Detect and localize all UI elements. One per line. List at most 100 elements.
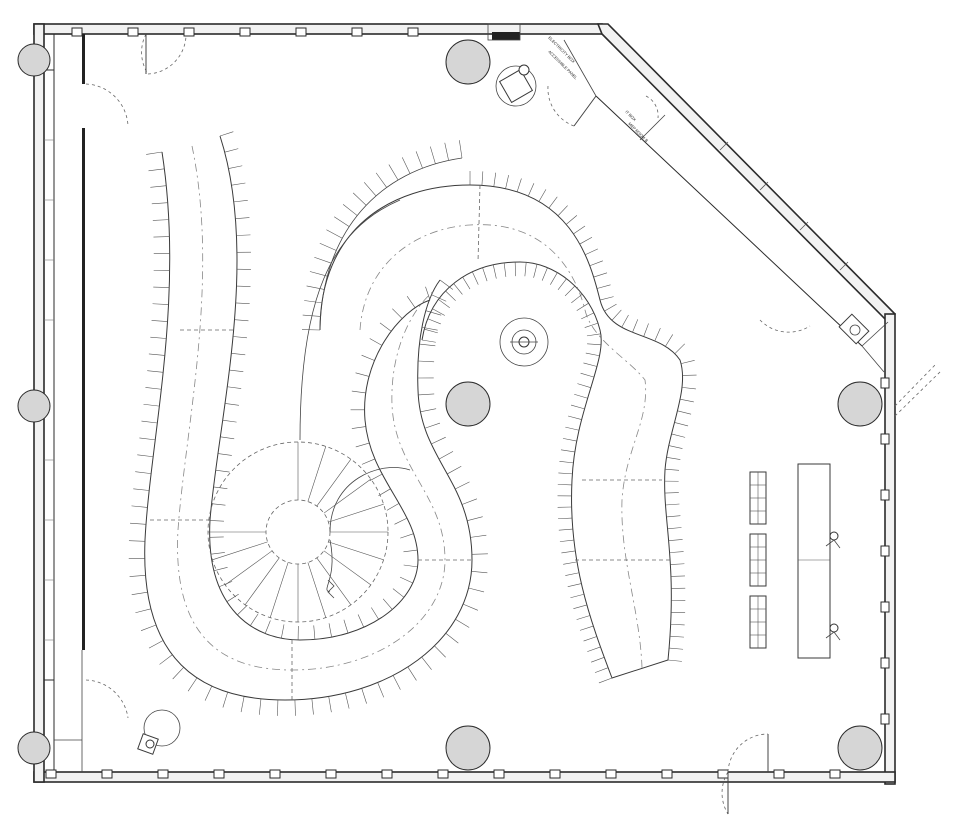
shelf-bay-divider [427, 318, 441, 325]
shelf-bay-divider [141, 420, 158, 424]
shelf-bay-divider [482, 267, 488, 282]
shelf-bay-divider [231, 182, 246, 186]
shelf-bay-divider [351, 390, 366, 394]
shelf-bay-divider [587, 646, 601, 652]
shelf-bay-divider [159, 654, 173, 665]
shelf-bay-divider [674, 343, 685, 354]
shelf-bay-divider [425, 310, 442, 316]
shelf-bay-divider [146, 151, 163, 155]
shelf-bay-divider [150, 336, 167, 339]
stair-tread [328, 541, 384, 561]
shelf-bay-divider [589, 260, 603, 267]
shelf-bay-divider [371, 607, 379, 620]
shelf-bay-divider [309, 271, 328, 277]
shelf-bay-divider [407, 666, 417, 681]
shelf-bay-divider [594, 667, 609, 673]
shelf-bay-divider [669, 551, 684, 553]
shelf-bay-divider [455, 481, 470, 490]
shelf-bay-divider [222, 692, 228, 708]
shelf-bay-divider [369, 473, 383, 481]
shelf-bay-divider [233, 336, 248, 339]
shelf-bay-divider [541, 267, 548, 281]
shelf-bay-divider [151, 320, 168, 322]
shelf-bay-divider [666, 457, 681, 460]
shelf-bay-divider [585, 352, 600, 357]
shelf-bay-divider [493, 172, 497, 187]
shelf-bay-divider [264, 620, 271, 634]
shelf-bay-divider [130, 522, 147, 525]
shelf-bay-divider [681, 387, 696, 390]
structural-columns [17, 39, 883, 771]
central-fixture [499, 317, 549, 367]
shelf-bay-divider [209, 520, 224, 522]
stair-tread [328, 503, 384, 523]
column [17, 43, 51, 77]
shelf-bay-divider [558, 517, 573, 520]
shelf-bay-divider [453, 283, 463, 295]
shelf-bay-divider [670, 623, 685, 626]
shelf-bay-divider [392, 308, 403, 319]
shelf-bay-divider [172, 667, 184, 680]
shelf-bay-divider [583, 362, 598, 367]
shelf-bay-divider [583, 636, 597, 642]
shelf-bay-divider [229, 369, 244, 373]
shelf-bay-divider [361, 458, 375, 465]
shelf-bay-divider [139, 437, 156, 441]
shelf-bay-divider [226, 593, 239, 602]
shelf-bay-divider [227, 386, 242, 389]
stair-tread [323, 478, 371, 514]
shelf-bay-divider [236, 285, 251, 287]
shelf-bay-divider [382, 598, 393, 610]
shelf-bay-divider [319, 242, 337, 251]
shelf-bay-divider [345, 692, 350, 709]
service-counter [797, 463, 841, 659]
shelf-bay-divider [432, 308, 445, 316]
shelf-bay-divider [401, 157, 411, 174]
shelf-bay-divider [584, 322, 599, 328]
shelf-bay-divider [259, 698, 262, 715]
column [445, 725, 491, 771]
doors [85, 33, 943, 815]
shelf-bay-divider [377, 682, 385, 698]
shelf-bay-divider [599, 296, 614, 301]
shelf-bay-divider [455, 619, 470, 628]
shelf-bay-divider [399, 576, 413, 584]
shelf-bay-divider [148, 353, 165, 356]
shelf-bay-divider [369, 338, 383, 346]
stair-tread [225, 550, 273, 586]
shelf-bay-divider [564, 285, 576, 297]
shelf-bay-divider [379, 322, 392, 332]
shelf-bay-divider [470, 534, 487, 538]
shelf-bay-divider [220, 436, 235, 440]
stair-tread [307, 446, 327, 502]
shelf-bay-divider [667, 527, 682, 530]
shelf-bay-divider [567, 415, 582, 420]
shelf-bay-divider [669, 647, 684, 650]
shelf-bay-divider [304, 300, 323, 304]
shelf-bay-divider [213, 486, 228, 489]
shelf-bay-divider [680, 398, 694, 403]
shelf-bay-divider [591, 657, 605, 663]
shelf-bay-divider [131, 591, 148, 595]
shelf-bay-divider [137, 454, 154, 458]
shelf-bay-divider [147, 370, 164, 373]
shelf-bay-divider [467, 516, 483, 521]
shelf-bay-divider [538, 189, 547, 202]
stair-tread [316, 459, 352, 507]
shelf-bay-divider [326, 229, 343, 239]
shelf-bay-divider [524, 262, 527, 277]
shelf-bay-divider [129, 574, 146, 577]
shelf-bay-divider [250, 613, 259, 626]
shelf-bay-divider [419, 343, 436, 347]
shelf-bay-divider [281, 624, 285, 639]
shelf-bay-divider [233, 199, 248, 203]
shelf-bay-divider [420, 408, 437, 413]
shelf-bay-divider [585, 248, 599, 255]
shelf-bay-divider [577, 383, 591, 388]
shelf-bay-divider [334, 216, 350, 227]
shelf-bay-divider [294, 699, 296, 716]
service-corridor: ELECTRICITY BOX ACCESSIBLE PANEL IT BOX … [487, 23, 889, 373]
shelf-bay-divider [421, 656, 432, 670]
column [17, 731, 51, 765]
shelf-bay-divider [425, 286, 431, 301]
